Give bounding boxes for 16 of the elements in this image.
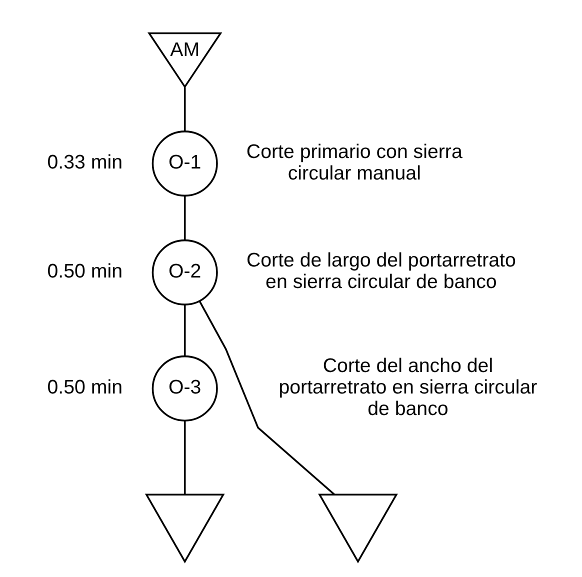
node-label: 0.33 min [46, 152, 122, 174]
connector [183, 304, 186, 356]
connector [183, 87, 186, 131]
node-label: 0.50 min [46, 376, 122, 398]
node-triangle [144, 494, 224, 564]
node-triangle [318, 494, 398, 564]
node-label: Corte del ancho del portarretrato en sierra circular de banco [278, 355, 537, 420]
node-circle: O-2 [151, 239, 218, 306]
node-label: Corte de largo del portarretrato en sierra circular de banco [246, 250, 516, 294]
node-circle: O-3 [151, 355, 218, 422]
connector [183, 421, 186, 494]
node-label: Corte primario con sierra circular manual [246, 140, 462, 184]
connector [198, 300, 334, 496]
node-circle: O-1 [151, 130, 218, 197]
node-label: 0.50 min [46, 260, 122, 282]
connector [183, 196, 186, 240]
